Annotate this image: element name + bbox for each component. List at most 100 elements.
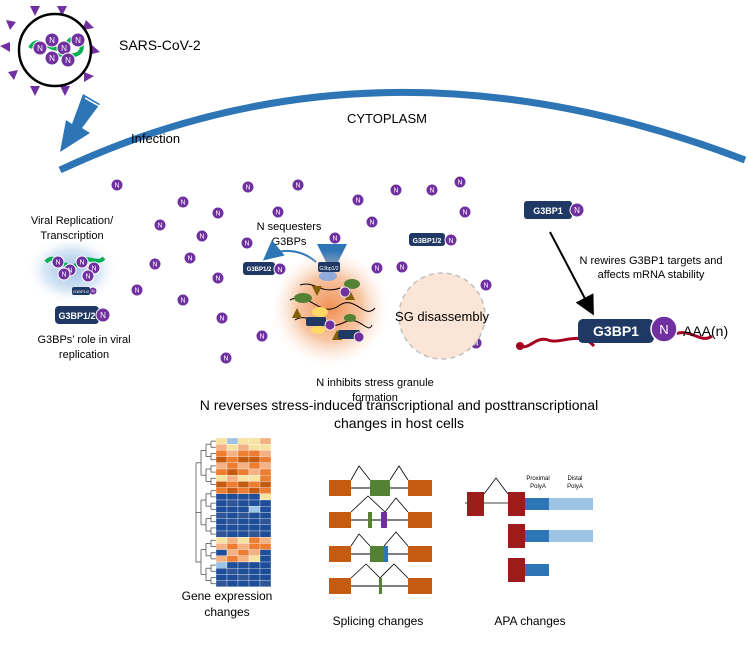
svg-text:N: N bbox=[260, 334, 265, 341]
heatmap-cell bbox=[237, 499, 250, 507]
heatmap-cell bbox=[215, 549, 228, 556]
heatmap-cell bbox=[259, 437, 272, 445]
free-n-protein: N bbox=[255, 329, 269, 343]
bottom-title-line2: changes in host cells bbox=[334, 415, 464, 431]
heatmap-cell bbox=[248, 437, 261, 445]
g3bp1-n-complex-small: G3BP1 N bbox=[524, 201, 585, 219]
heatmap-cell bbox=[259, 555, 272, 563]
heatmap-cell bbox=[259, 487, 272, 494]
heatmap-cell bbox=[259, 499, 272, 507]
infection-arrow bbox=[60, 93, 101, 152]
svg-text:N: N bbox=[246, 185, 251, 192]
heatmap-cell bbox=[237, 487, 250, 494]
heatmap-dendrogram bbox=[195, 440, 216, 585]
splicing-label: Splicing changes bbox=[333, 614, 424, 628]
heatmap-cell bbox=[215, 462, 228, 470]
heatmap-cell bbox=[248, 537, 261, 544]
heatmap-cell bbox=[259, 475, 272, 482]
heatmap-cell bbox=[215, 530, 228, 538]
svg-text:N: N bbox=[375, 266, 380, 273]
svg-text:N: N bbox=[91, 289, 94, 294]
svg-text:N: N bbox=[296, 183, 301, 190]
heatmap-cell bbox=[215, 493, 228, 501]
heatmap-cell bbox=[226, 456, 239, 463]
g3bp-role-marker: G3BP1/2 N bbox=[55, 306, 111, 324]
heatmap-cell bbox=[259, 574, 272, 581]
heatmap-cell bbox=[215, 444, 228, 451]
free-n-protein: N bbox=[271, 205, 285, 219]
rewire-arrow bbox=[549, 231, 594, 316]
heatmap-cell bbox=[215, 437, 228, 445]
heatmap-cell bbox=[226, 574, 239, 581]
sg-disassembly-circle bbox=[398, 272, 486, 360]
g3bp1-small-label: G3BP1 bbox=[533, 206, 563, 216]
replication-n-protein: N bbox=[57, 267, 71, 281]
heatmap-cell bbox=[248, 555, 261, 563]
heatmap-cell bbox=[226, 437, 239, 445]
free-n-protein: N bbox=[130, 283, 144, 297]
heatmap-cell bbox=[215, 555, 228, 563]
free-n-protein: N bbox=[148, 257, 162, 271]
heatmap-cell bbox=[226, 506, 239, 513]
heatmap-cell bbox=[226, 518, 239, 525]
heatmap-cell bbox=[226, 487, 239, 494]
splicing-row-1 bbox=[329, 465, 432, 496]
heatmap-cell bbox=[237, 512, 250, 519]
inhibits-line2: formation bbox=[352, 392, 398, 404]
svg-text:N: N bbox=[458, 180, 463, 187]
free-n-protein: N bbox=[110, 178, 124, 192]
granule-g3bp-label: G3bp1/2 bbox=[319, 266, 338, 272]
replication-g3bp-small bbox=[72, 287, 90, 295]
heatmap-cell bbox=[237, 437, 250, 445]
free-n-protein: N bbox=[395, 260, 409, 274]
heatmap-cell bbox=[215, 481, 228, 488]
distal-polya-line1: Distal bbox=[567, 476, 582, 482]
rewires-line1: N rewires G3BP1 targets and bbox=[579, 255, 722, 267]
heatmap-cell bbox=[215, 487, 228, 494]
replication-g3bp-small-label: G3BP1/2 bbox=[73, 289, 90, 294]
heatmap-cell bbox=[259, 518, 272, 525]
virus-n-protein: N bbox=[60, 52, 76, 68]
heatmap-cell bbox=[215, 543, 228, 550]
svg-text:N: N bbox=[484, 283, 489, 290]
heatmap-cell bbox=[237, 524, 250, 532]
svg-text:N: N bbox=[181, 200, 186, 207]
free-n-protein: N bbox=[453, 175, 467, 189]
svg-text:N: N bbox=[61, 44, 67, 53]
g3bp1-big-label: G3BP1 bbox=[593, 323, 639, 339]
heatmap-cell bbox=[237, 543, 250, 550]
heatmap-cell bbox=[248, 506, 261, 513]
sequesters-line1: N sequesters bbox=[257, 221, 322, 233]
heatmap-cell bbox=[237, 537, 250, 544]
gene-expression-line1: Gene expression bbox=[182, 589, 273, 603]
heatmap-cell bbox=[237, 481, 250, 488]
splicing-diagrams bbox=[329, 465, 432, 594]
free-n-protein: N bbox=[195, 229, 209, 243]
replication-title-line1: Viral Replication/ bbox=[31, 215, 114, 227]
free-n-protein: N bbox=[153, 218, 167, 232]
heatmap-cell bbox=[226, 537, 239, 544]
heatmap-cell bbox=[215, 475, 228, 482]
heatmap-cell bbox=[226, 462, 239, 470]
heatmap-cell bbox=[248, 512, 261, 519]
heatmap-cell bbox=[237, 568, 250, 575]
svg-text:N: N bbox=[115, 183, 120, 190]
cell-membrane bbox=[58, 88, 747, 174]
cytoplasm-label: CYTOPLASM bbox=[347, 111, 427, 126]
splicing-row-3 bbox=[329, 531, 432, 562]
heatmap-cell bbox=[237, 456, 250, 463]
heatmap-cell bbox=[248, 475, 261, 482]
proximal-polya-line1: Proximal bbox=[526, 476, 549, 482]
sequestered-g3bp-label: G3BP1/2 bbox=[247, 267, 272, 273]
free-g3bp-label: G3BP1/2 bbox=[413, 238, 442, 245]
heatmap-cell bbox=[215, 518, 228, 525]
heatmap-cell bbox=[226, 524, 239, 532]
svg-text:N: N bbox=[188, 256, 193, 263]
free-n-protein: N bbox=[176, 293, 190, 307]
svg-text:N: N bbox=[370, 220, 375, 227]
g3bp-role-box-label: G3BP1/2 bbox=[58, 311, 95, 321]
heatmap-cell bbox=[259, 537, 272, 544]
heatmap-cell bbox=[226, 481, 239, 488]
free-n-protein: N bbox=[328, 231, 342, 245]
